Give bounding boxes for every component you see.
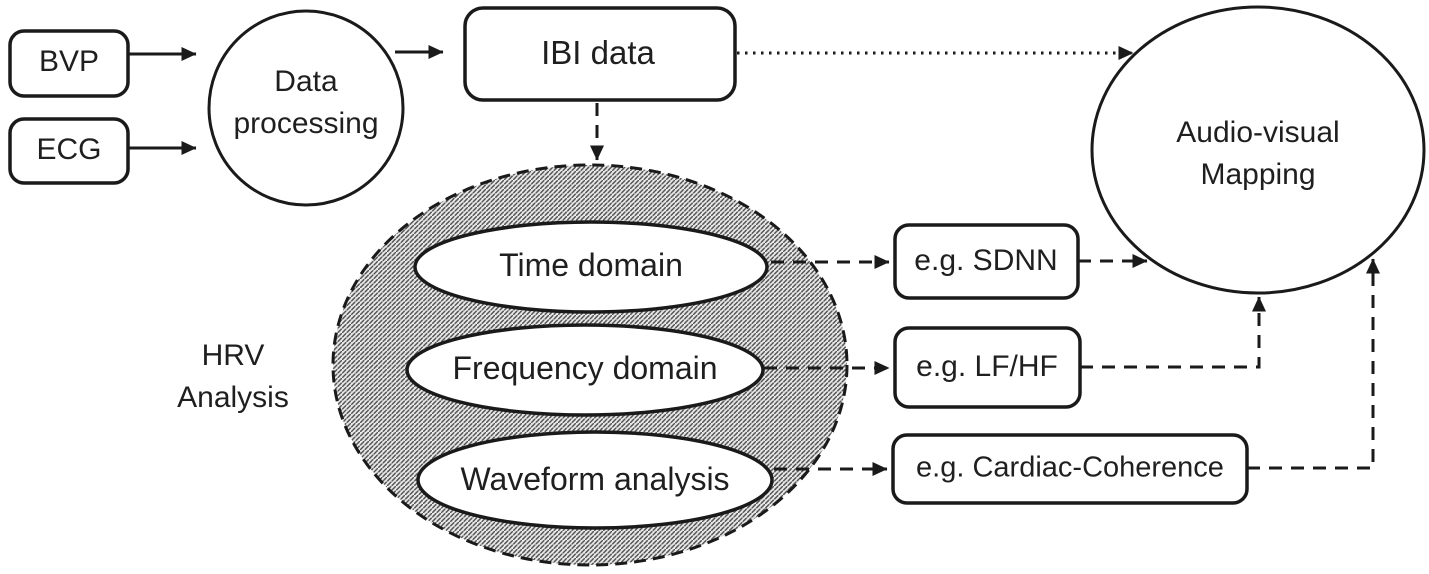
waveform-analysis-ellipse — [416, 430, 774, 530]
data-processing-label-line1: Data — [274, 65, 338, 98]
bvp-box — [8, 29, 130, 98]
frequency-domain-ellipse — [405, 323, 765, 417]
data-processing-circle — [207, 9, 405, 207]
bvp-label: BVP — [38, 45, 100, 78]
frequency-domain-label: Frequency domain — [452, 349, 718, 386]
arrow-cardiac-coherence-to-mapping — [1247, 258, 1380, 470]
hrv-analysis-label-line1: HRV — [201, 339, 265, 372]
audio-visual-mapping-label-line1: Audio-visual — [1176, 116, 1340, 149]
hrv-analysis-label-line2: Analysis — [177, 381, 289, 414]
audio-visual-mapping-ellipse — [1090, 5, 1426, 295]
data-processing-label-line2: processing — [233, 107, 379, 140]
waveform-analysis-label: Waveform analysis — [460, 460, 730, 497]
hrv-analysis-label: HRV Analysis — [177, 335, 289, 419]
lf-hf-label: e.g. LF/HF — [916, 350, 1058, 383]
time-domain-ellipse — [413, 220, 769, 314]
ibi-data-box — [463, 6, 737, 102]
ecg-box — [8, 117, 130, 185]
ibi-data-label: IBI data — [541, 34, 655, 72]
audio-visual-mapping-label-line2: Mapping — [1200, 158, 1316, 191]
time-domain-label: Time domain — [499, 246, 683, 283]
sdnn-label: e.g. SDNN — [914, 244, 1058, 277]
audio-visual-mapping-label: Audio-visual Mapping — [1176, 112, 1339, 196]
ecg-label: ECG — [36, 133, 102, 166]
arrow-lf-hf-to-mapping — [1080, 296, 1266, 369]
cardiac-coherence-label: e.g. Cardiac-Coherence — [916, 451, 1224, 484]
data-processing-label: Data processing — [233, 61, 378, 145]
